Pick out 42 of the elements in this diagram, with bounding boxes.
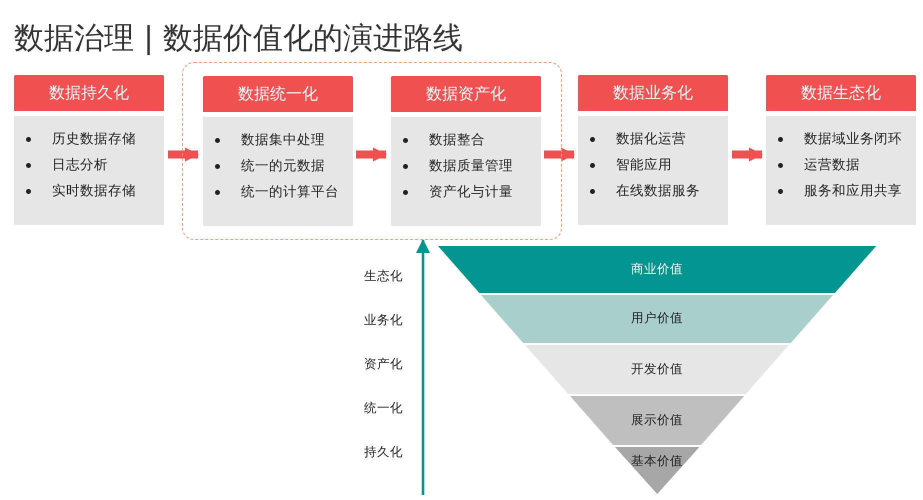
stage-header: 数据持久化	[14, 75, 164, 116]
stage-axis-label: 统一化	[364, 400, 403, 417]
layer-label: 开发价值	[630, 360, 684, 378]
list-item-text: 在线数据服务	[616, 183, 700, 199]
list-item-text: 智能应用	[616, 157, 672, 173]
list-item-text: 资产化与计量	[429, 184, 513, 200]
list-item-text: 运营数据	[804, 157, 860, 173]
stage-axis-label: 资产化	[364, 356, 403, 373]
stage-card	[14, 75, 164, 225]
list-item-text: 日志分析	[52, 157, 108, 173]
list-item-text: 数据整合	[429, 132, 485, 148]
list-item-text: 数据集中处理	[241, 132, 325, 148]
list-item-text: 数据质量管理	[429, 158, 513, 174]
arrow	[416, 239, 430, 495]
stage-card	[766, 75, 916, 225]
stage-header: 数据生态化	[766, 75, 916, 116]
stage-header: 数据统一化	[203, 76, 353, 117]
stage-axis-label: 持久化	[364, 444, 403, 461]
layer-label: 基本价值	[630, 453, 684, 470]
list-item-text: 统一的元数据	[241, 158, 325, 174]
list-item-text: 服务和应用共享	[804, 183, 902, 199]
stage-card	[391, 76, 541, 226]
arrow	[168, 148, 199, 162]
list-item-text: 统一的计算平台	[241, 184, 339, 200]
list-item-text: 实时数据存储	[52, 183, 136, 199]
layer-label: 用户价值	[630, 310, 684, 327]
stage-header: 数据业务化	[578, 75, 728, 116]
stage-axis-label: 业务化	[364, 312, 403, 329]
stage-card	[578, 75, 728, 225]
arrow	[732, 148, 763, 162]
layer-label: 展示价值	[630, 412, 684, 428]
dashed-group-frame	[182, 62, 562, 240]
list-item-text: 历史数据存储	[52, 131, 136, 147]
layer-label: 商业价值	[630, 260, 684, 278]
list-item-text: 数据域业务闭环	[804, 131, 902, 147]
arrow	[356, 148, 387, 162]
stage-card	[203, 76, 353, 226]
list-item-text: 数据化运营	[616, 131, 686, 147]
stage-header: 数据资产化	[391, 76, 541, 117]
arrow	[544, 148, 575, 162]
stage-axis-label: 生态化	[364, 268, 403, 285]
title: 数据治理 | 数据价值化的演进路线	[14, 20, 464, 58]
